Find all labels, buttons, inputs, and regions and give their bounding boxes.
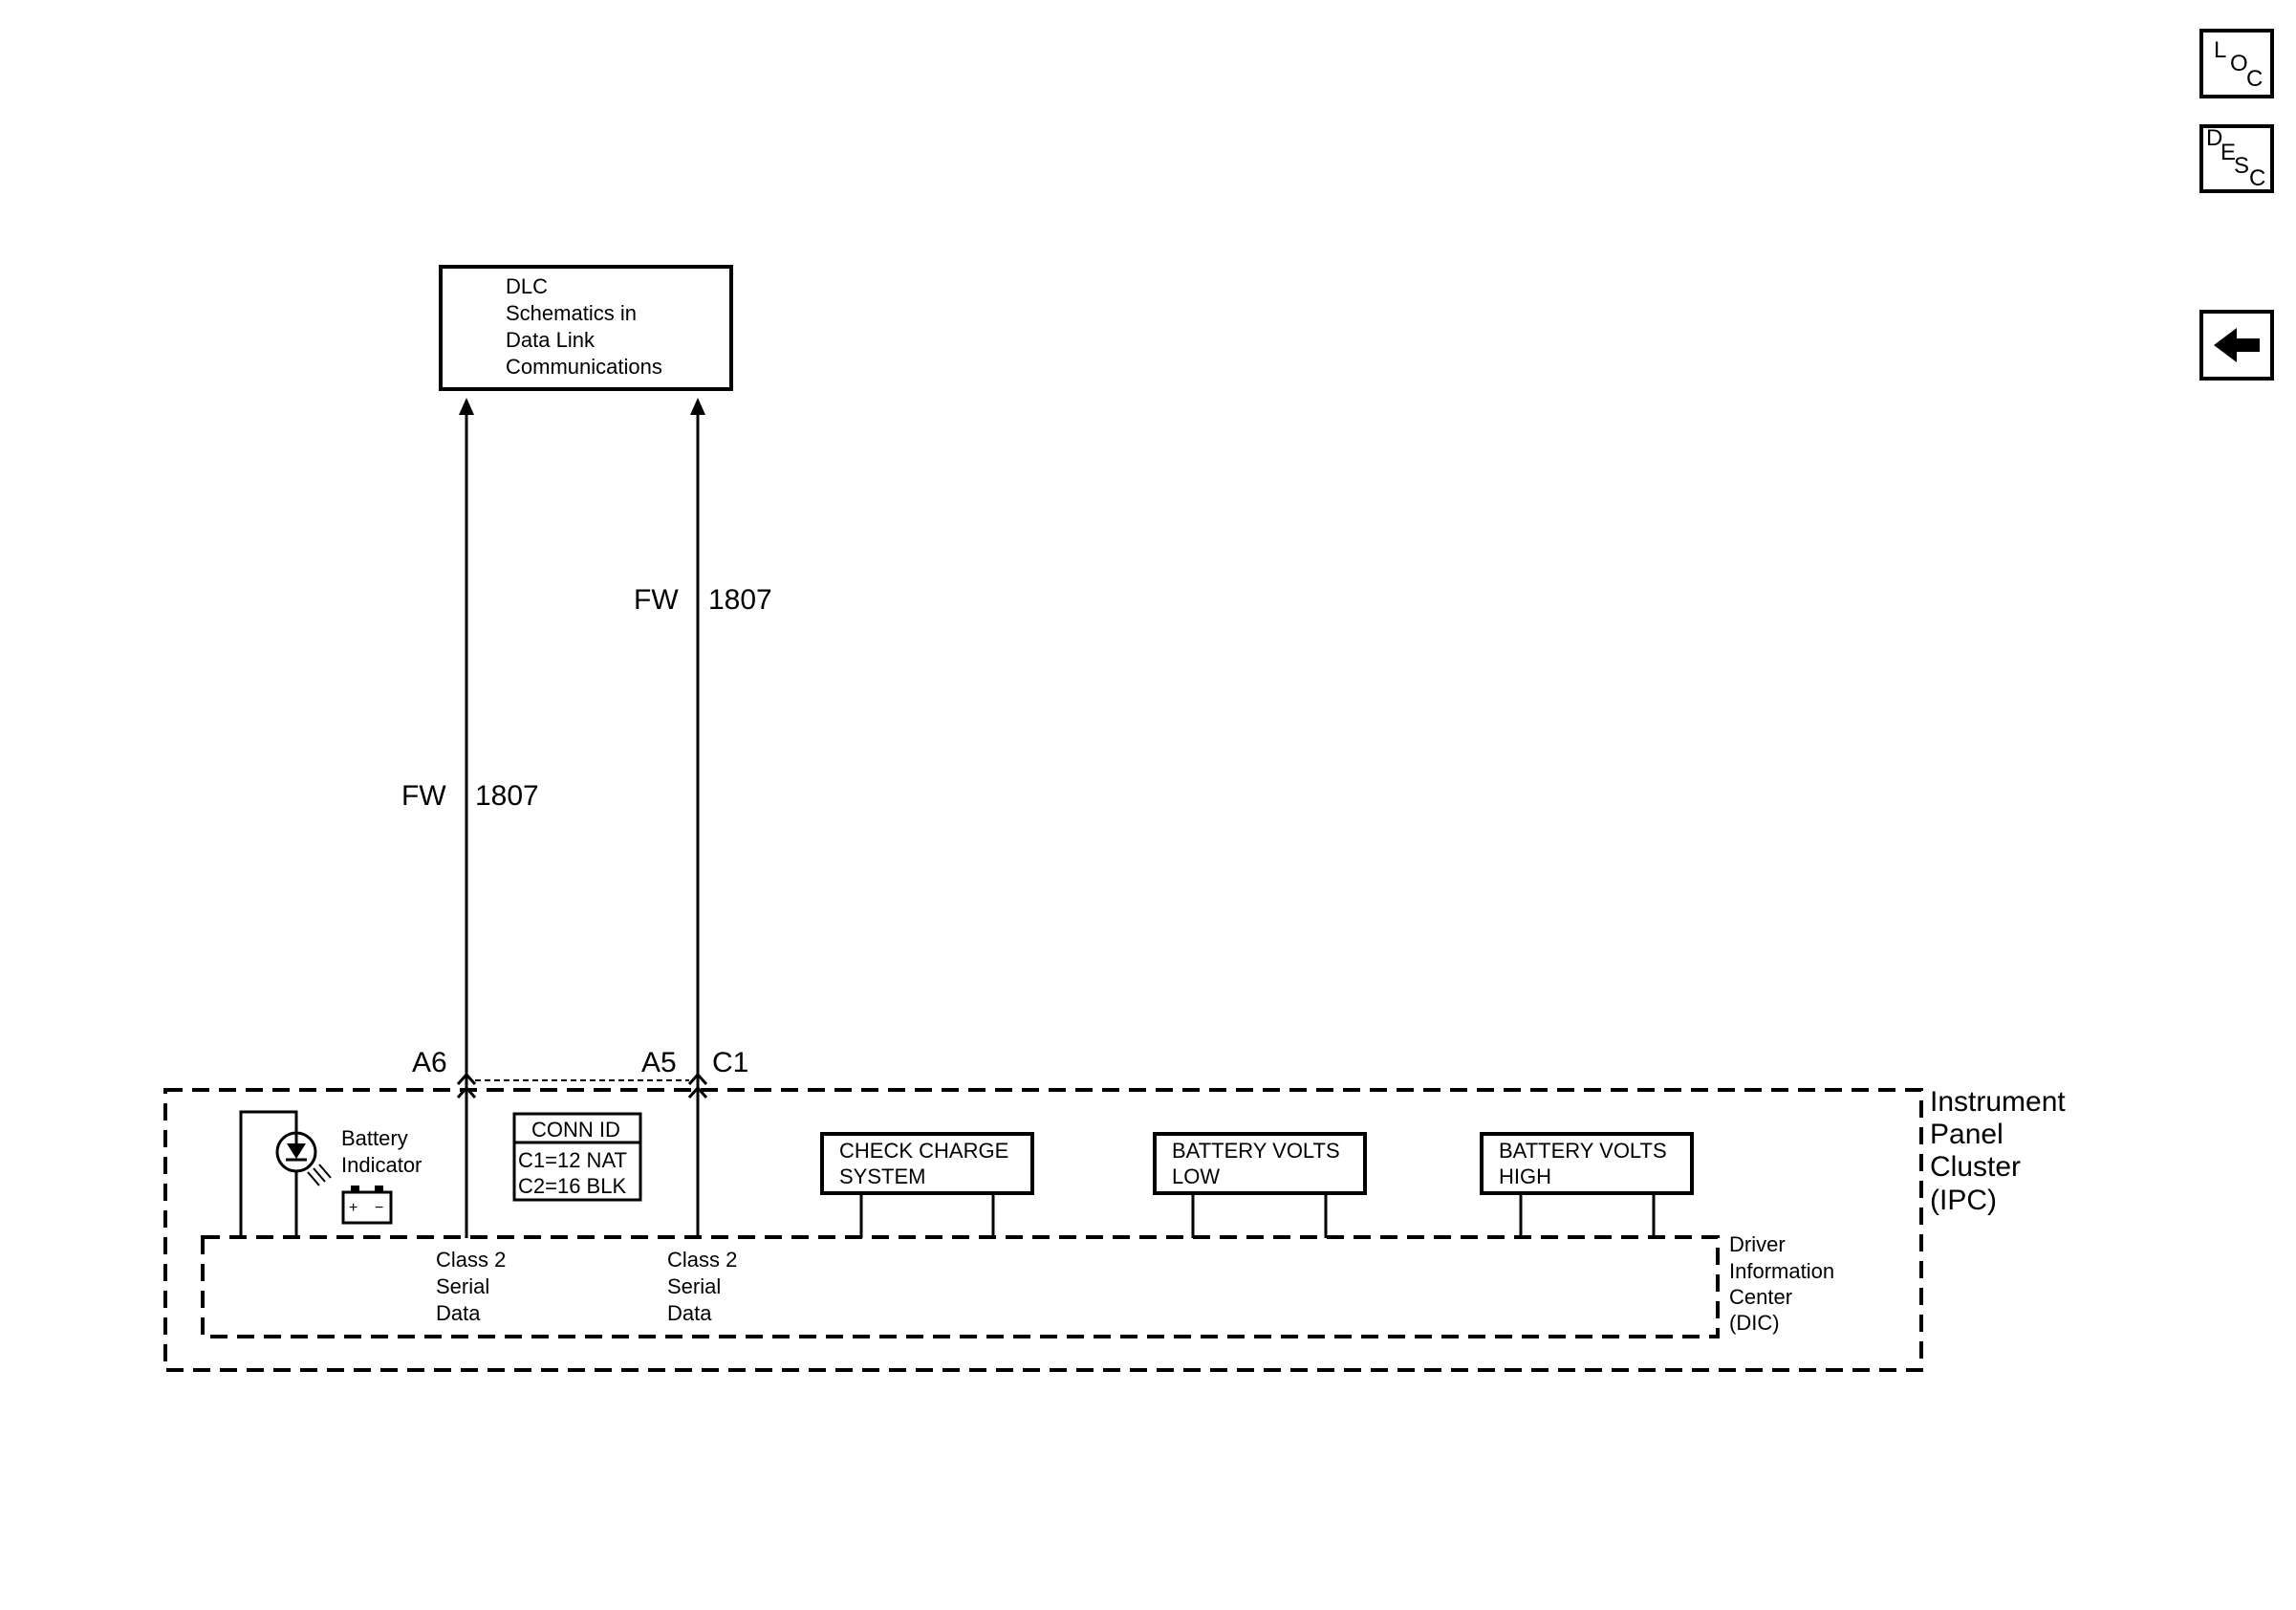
battery-indicator-label-2: Indicator — [341, 1153, 422, 1177]
dic-label: Driver Information Center (DIC) — [1729, 1232, 1834, 1335]
svg-text:LOW: LOW — [1172, 1164, 1220, 1188]
svg-text:Class 2: Class 2 — [436, 1248, 506, 1272]
loc-letter-c: C — [2246, 66, 2263, 92]
dlc-line-1: DLC — [506, 274, 548, 298]
svg-text:Center: Center — [1729, 1285, 1792, 1309]
desc-letter-e: E — [2220, 140, 2236, 165]
ipc-boundary — [163, 1088, 1923, 1372]
svg-text:HIGH: HIGH — [1499, 1164, 1551, 1188]
desc-letter-d: D — [2206, 125, 2222, 151]
back-button[interactable] — [2199, 310, 2274, 381]
wire-right-circuit: 1807 — [708, 584, 772, 616]
dlc-reference-box[interactable]: DLC Schematics in Data Link Communicatio… — [439, 265, 733, 391]
wire-right-color: FW — [634, 584, 679, 616]
svg-text:Data: Data — [436, 1301, 481, 1325]
loc-letter-o: O — [2230, 51, 2248, 76]
svg-text:BATTERY VOLTS: BATTERY VOLTS — [1172, 1139, 1340, 1163]
wire-left-circuit: 1807 — [475, 780, 539, 812]
svg-text:SYSTEM: SYSTEM — [839, 1164, 925, 1188]
loc-letter-l: L — [2214, 37, 2226, 63]
svg-text:Cluster: Cluster — [1930, 1151, 2021, 1183]
dic-boundary — [201, 1235, 1720, 1338]
wire-a6 — [459, 398, 474, 1238]
serial-data-label-right: Class 2 Serial Data — [667, 1248, 737, 1325]
wire-left-color: FW — [401, 780, 446, 812]
message-battery-volts-low[interactable]: BATTERY VOLTS LOW — [1153, 1132, 1367, 1238]
desc-letter-c: C — [2249, 165, 2265, 191]
pin-a6-label: A6 — [412, 1047, 447, 1078]
wire-a6-arrowhead — [459, 398, 474, 415]
wire-a5 — [690, 398, 705, 1238]
back-arrow-icon — [2214, 328, 2260, 362]
svg-text:CHECK CHARGE: CHECK CHARGE — [839, 1139, 1008, 1163]
battery-minus: − — [375, 1200, 383, 1216]
dlc-line-2: Schematics in — [506, 301, 637, 325]
svg-text:Serial: Serial — [667, 1274, 721, 1298]
desc-letter-s: S — [2234, 153, 2249, 179]
ipc-label: Instrument Panel Cluster (IPC) — [1930, 1086, 2066, 1216]
battery-indicator-label-1: Battery — [341, 1126, 408, 1150]
svg-text:Class 2: Class 2 — [667, 1248, 737, 1272]
battery-plus: + — [349, 1200, 357, 1216]
connector-a5 — [687, 1072, 708, 1099]
conn-id-c1: C1=12 NAT — [518, 1148, 627, 1172]
svg-text:(DIC): (DIC) — [1729, 1311, 1780, 1335]
dlc-line-3: Data Link — [506, 328, 596, 352]
conn-id-box: CONN ID C1=12 NAT C2=16 BLK — [512, 1112, 642, 1202]
conn-id-c2: C2=16 BLK — [518, 1174, 626, 1198]
conn-id-title: CONN ID — [531, 1118, 620, 1142]
desc-button[interactable]: D E S C — [2199, 124, 2274, 193]
message-check-charge-system[interactable]: CHECK CHARGE SYSTEM — [820, 1132, 1034, 1238]
message-battery-volts-high[interactable]: BATTERY VOLTS HIGH — [1480, 1132, 1694, 1238]
svg-text:BATTERY VOLTS: BATTERY VOLTS — [1499, 1139, 1667, 1163]
svg-text:Serial: Serial — [436, 1274, 489, 1298]
pin-c1-label: C1 — [712, 1047, 748, 1078]
svg-text:Instrument: Instrument — [1930, 1086, 2066, 1118]
loc-button[interactable]: L O C — [2199, 29, 2274, 98]
svg-text:Panel: Panel — [1930, 1119, 2004, 1150]
battery-indicator: Battery Indicator + − — [239, 1110, 422, 1238]
serial-data-label-left: Class 2 Serial Data — [436, 1248, 506, 1325]
light-emission-icon — [307, 1164, 332, 1186]
svg-text:(IPC): (IPC) — [1930, 1185, 1997, 1216]
dlc-line-4: Communications — [506, 355, 662, 379]
svg-text:Information: Information — [1729, 1259, 1834, 1283]
svg-text:Data: Data — [667, 1301, 712, 1325]
pin-a5-label: A5 — [641, 1047, 677, 1078]
wire-a5-arrowhead — [690, 398, 705, 415]
svg-text:Driver: Driver — [1729, 1232, 1786, 1256]
battery-icon: + − — [341, 1186, 393, 1225]
